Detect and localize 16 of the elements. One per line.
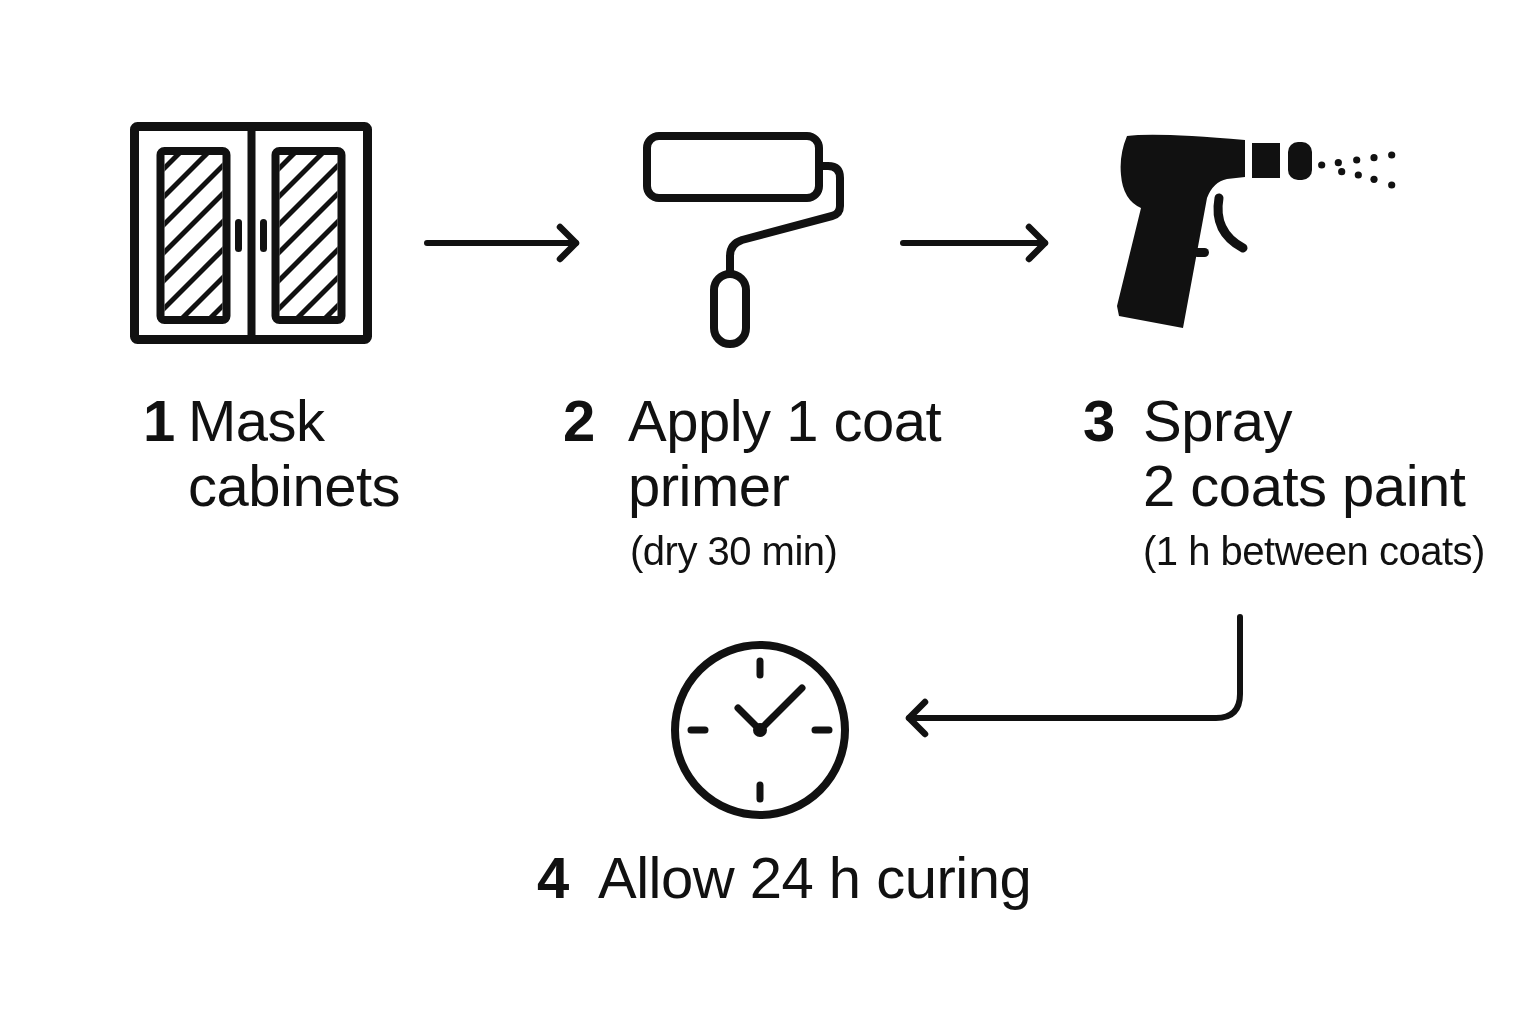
step-label: Apply 1 coat primer	[628, 388, 943, 518]
arrow	[424, 223, 580, 263]
step-note: (dry 30 min)	[630, 528, 838, 574]
arrow	[905, 614, 1243, 738]
step-number: 2	[563, 388, 595, 453]
step-note: (1 h between coats)	[1143, 528, 1485, 574]
step-label: 2 coats paint	[1143, 453, 1466, 518]
step-label: Allow 24 h curing	[598, 845, 1032, 910]
cabinet-icon	[130, 122, 372, 344]
step-label: Mask cabinets	[188, 388, 402, 518]
step-number: 1	[143, 388, 175, 453]
arrow	[900, 223, 1049, 263]
step-number: 4	[537, 845, 569, 910]
step-number: 3	[1083, 388, 1115, 453]
step-label: Spray	[1143, 388, 1292, 453]
clock-icon	[671, 641, 849, 819]
